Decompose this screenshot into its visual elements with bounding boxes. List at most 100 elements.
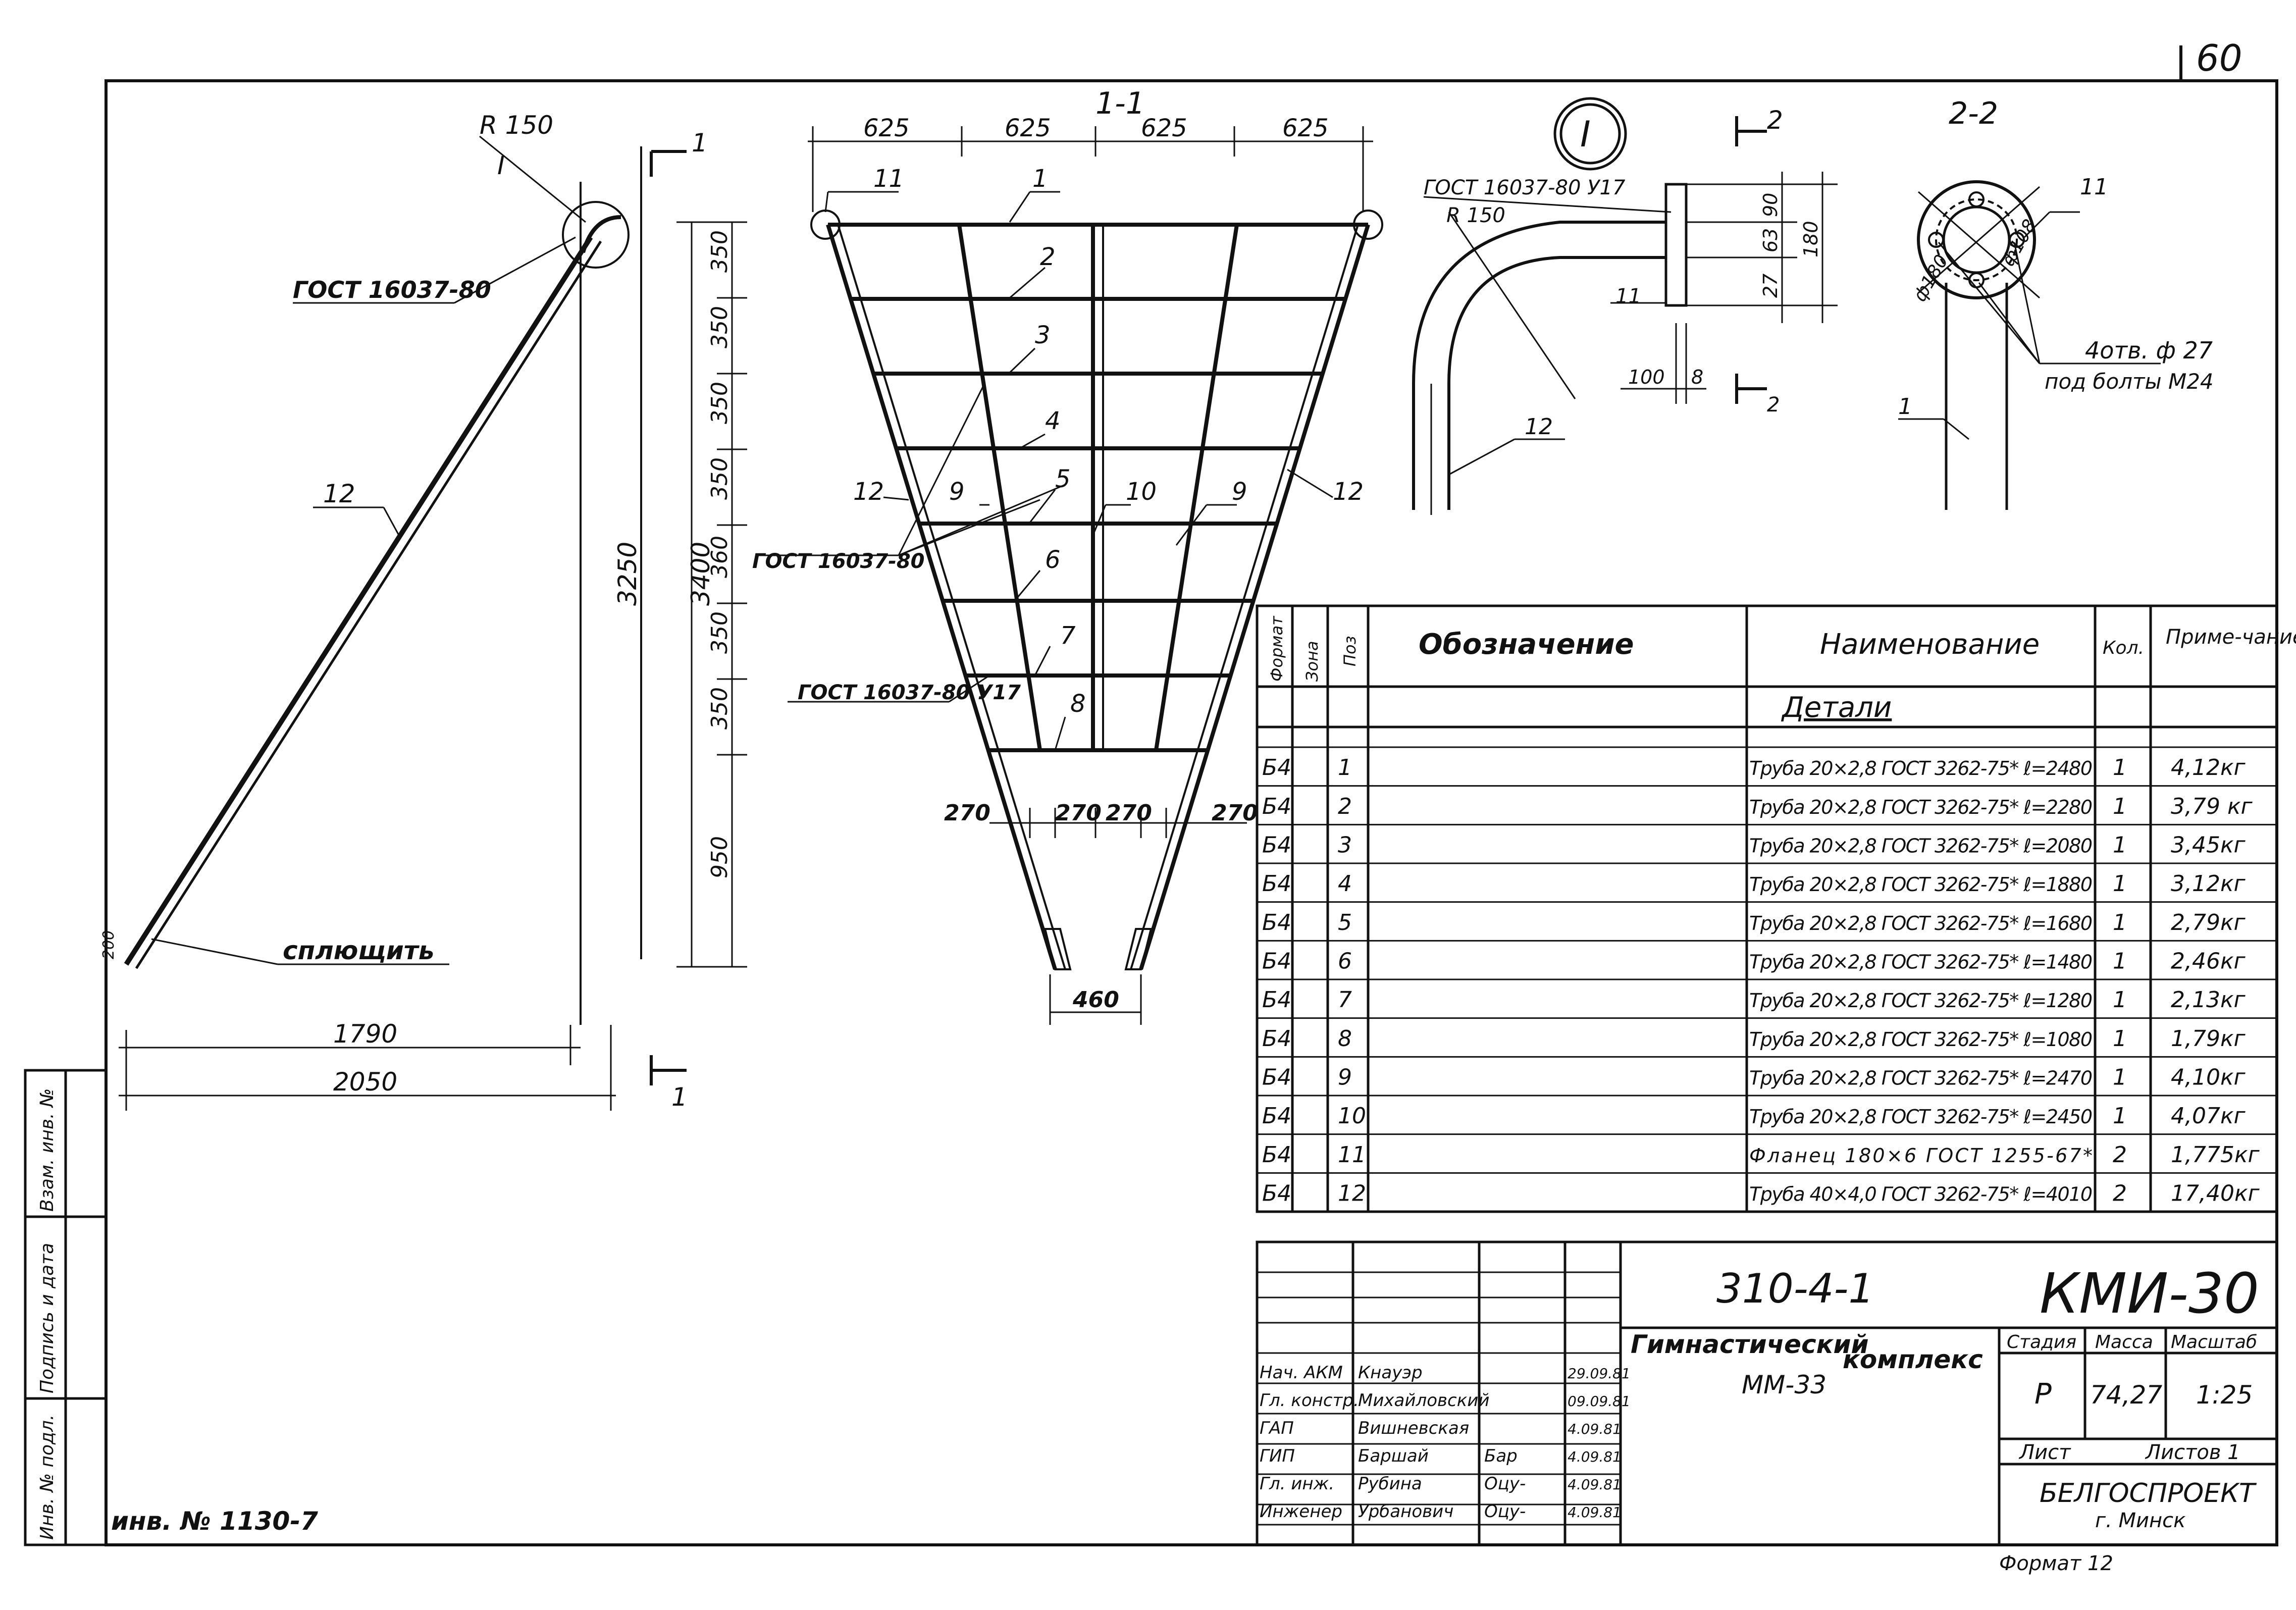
spec-h-zone: Зона (1302, 641, 1322, 682)
flange-view (1898, 180, 2161, 510)
title-block-rows (1257, 1271, 1621, 1526)
top-dim-1: 625 (1005, 114, 1051, 142)
bottom-dim-0: 270 (944, 800, 990, 826)
spec-cell-pos: 10 (1338, 1103, 1366, 1129)
cut-mark-2-top: 2 (1767, 106, 1783, 135)
left-strip (24, 1069, 108, 1546)
spec-cell-pos: 6 (1338, 949, 1352, 974)
side-dim-1790: 1790 (333, 1019, 397, 1049)
side-detail-label: I (497, 151, 505, 180)
vdim-7: 950 (707, 836, 733, 878)
spec-h-format: Формат (1267, 615, 1286, 682)
side-view (119, 135, 687, 1111)
spec-cell-qty: 1 (2113, 833, 2127, 858)
spec-cell-pos: 4 (1338, 871, 1352, 897)
spec-cell-name: Труба 40×4,0 ГОСТ 3262-75* ℓ=4010 (1749, 1183, 2093, 1206)
part-label-5: 5 (1055, 465, 1071, 493)
spec-rows: Б4 1 Труба 20×2,8 ГОСТ 3262-75* ℓ=2480 1 4,1… (1262, 755, 2260, 1206)
strip-vzam-inv: Взам. инв. № (37, 1088, 58, 1212)
spec-h-designation: Обозначение (1419, 628, 1634, 661)
spec-cell-pos: 8 (1338, 1026, 1352, 1052)
spec-cell-pos: 7 (1338, 987, 1352, 1013)
tb-title-1: Гимнастический (1631, 1330, 1869, 1359)
front-bottom-dims (989, 808, 1247, 1025)
part-label-6: 6 (1045, 546, 1061, 574)
inventory-number: инв. № 1130-7 (111, 1507, 318, 1536)
spec-cell-note: 2,46кг (2171, 949, 2246, 974)
tb-stage: Р (2034, 1378, 2052, 1411)
detail-marker: I (1580, 114, 1591, 155)
tb-title-3: ММ-33 (1742, 1370, 1827, 1399)
vdim-5: 350 (707, 611, 733, 654)
tb-name: Баршай (1358, 1446, 1429, 1466)
tb-date: 09.09.81 (1568, 1393, 1631, 1410)
spec-cell-format: Б4 (1262, 1142, 1291, 1168)
vdim-4: 360 (707, 536, 733, 578)
front-dim-460: 460 (1072, 987, 1119, 1013)
front-top-dims (808, 126, 1373, 212)
tb-scale: 1:25 (2196, 1380, 2253, 1410)
detail-gost: ГОСТ 16037-80 У17 (1424, 176, 1626, 199)
spec-cell-qty: 1 (2113, 949, 2127, 974)
part-label-12-left: 12 (853, 478, 884, 506)
flange-part-11: 11 (2080, 174, 2108, 200)
flange-bolts: под болты М24 (2045, 369, 2214, 394)
spec-cell-pos: 1 (1338, 755, 1352, 781)
vdim-6: 350 (707, 687, 733, 730)
detail-part-11: 11 (1615, 285, 1641, 308)
spec-cell-name: Труба 20×2,8 ГОСТ 3262-75* ℓ=2280 (1749, 796, 2093, 818)
tb-sign: Оцу- (1484, 1501, 1526, 1522)
spec-cell-name: Труба 20×2,8 ГОСТ 3262-75* ℓ=1280 (1749, 990, 2093, 1012)
part-label-1: 1 (1032, 165, 1048, 193)
spec-cell-qty: 1 (2113, 987, 2127, 1013)
spec-cell-format: Б4 (1262, 1181, 1291, 1207)
tb-stage-h: Стадия (2007, 1332, 2076, 1353)
detail-radius: R 150 (1446, 204, 1505, 227)
cut-mark-1-top: 1 (692, 128, 708, 158)
spec-h-qty: Кол. (2103, 638, 2144, 658)
tb-role: Гл. инж. (1260, 1474, 1334, 1494)
spec-cell-name: Труба 20×2,8 ГОСТ 3262-75* ℓ=1080 (1749, 1028, 2093, 1051)
spec-cell-pos: 11 (1338, 1142, 1366, 1168)
part-label-10: 10 (1126, 478, 1157, 506)
spec-cell-qty: 1 (2113, 794, 2127, 819)
part-label-3: 3 (1035, 321, 1051, 349)
spec-cell-note: 2,79кг (2171, 910, 2246, 936)
spec-cell-name: Труба 20×2,8 ГОСТ 3262-75* ℓ=2480 (1749, 757, 2093, 780)
spec-h-pos: Поз (1340, 636, 1360, 666)
tb-sheet-label: Лист (2018, 1441, 2071, 1464)
spec-cell-pos: 3 (1338, 833, 1352, 858)
format-label: Формат 12 (1999, 1552, 2113, 1575)
title-block-grid (1256, 1240, 2278, 1546)
section-1-1-title: 1-1 (1095, 86, 1145, 121)
detail-dim-27: 27 (1759, 274, 1782, 298)
spec-cell-format: Б4 (1262, 1103, 1291, 1129)
vertical-dimension-chain (676, 221, 747, 968)
spec-cell-name: Труба 20×2,8 ГОСТ 3262-75* ℓ=2470 (1749, 1067, 2093, 1089)
spec-cell-qty: 1 (2113, 1065, 2127, 1090)
tb-date: 4.09.81 (1568, 1504, 1622, 1521)
sheet-number: 60 (2196, 37, 2242, 79)
spec-cell-format: Б4 (1262, 755, 1291, 781)
side-dim-200: 200 (100, 930, 118, 959)
spec-cell-note: 4,12кг (2171, 755, 2246, 781)
detail-circle-side (562, 201, 630, 269)
bottom-dim-2: 270 (1106, 800, 1152, 826)
spec-cell-note: 17,40кг (2171, 1181, 2260, 1207)
cut-mark-1-bottom: 1 (671, 1082, 688, 1112)
spec-cell-format: Б4 (1262, 871, 1291, 897)
spec-cell-qty: 1 (2113, 1103, 2127, 1129)
spec-cell-note: 2,13кг (2171, 987, 2246, 1013)
tb-role: Инженер (1260, 1501, 1342, 1522)
part-label-9a: 9 (949, 478, 965, 506)
spec-cell-format: Б4 (1262, 794, 1291, 819)
spec-cell-name: Труба 20×2,8 ГОСТ 3262-75* ℓ=1480 (1749, 951, 2093, 973)
part-label-7: 7 (1060, 621, 1076, 650)
spec-section-title: Детали (1781, 691, 1892, 724)
spec-cell-format: Б4 (1262, 833, 1291, 858)
spec-cell-pos: 12 (1338, 1181, 1366, 1207)
tb-mark: КМИ-30 (2040, 1261, 2259, 1326)
spec-table-grid (1256, 604, 2278, 1213)
spec-cell-qty: 2 (2113, 1181, 2127, 1207)
